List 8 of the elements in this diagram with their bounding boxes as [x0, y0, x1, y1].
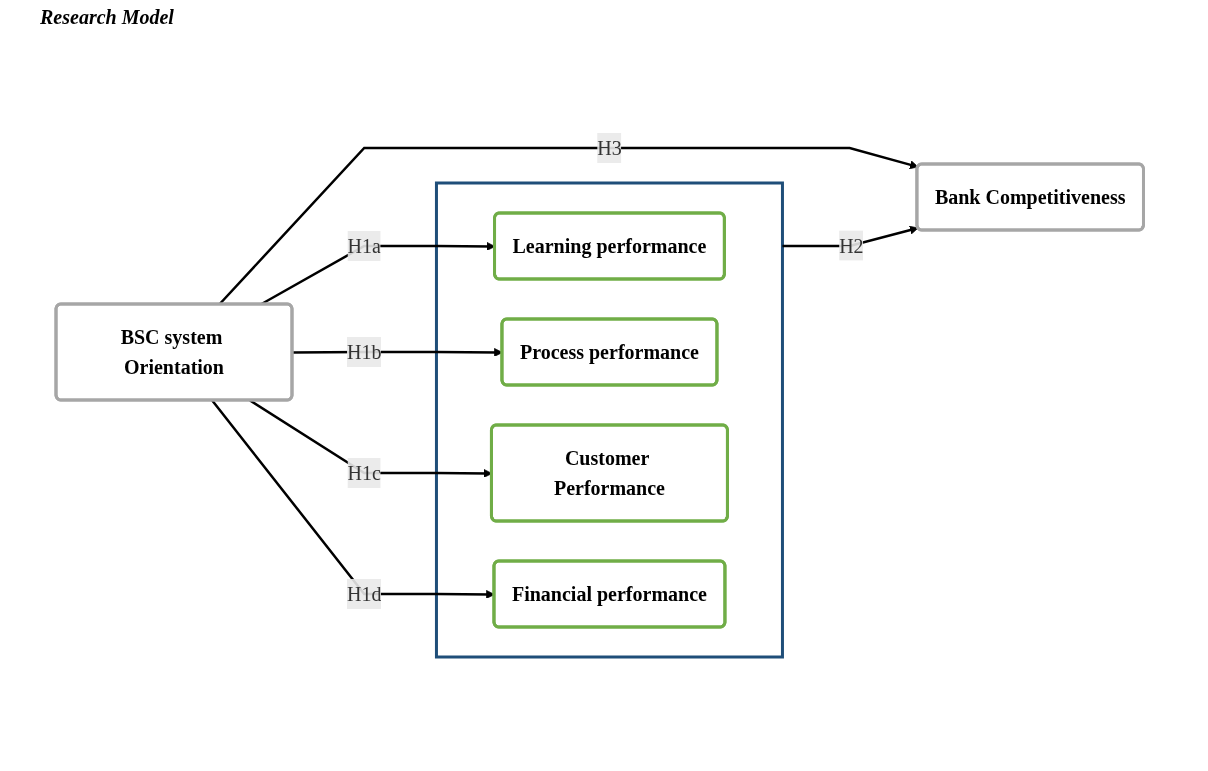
- edge-label: H1d: [347, 583, 382, 605]
- edge-label: H3: [597, 137, 622, 159]
- edge-label: H1b: [347, 341, 382, 363]
- diagram-title: Research Model: [39, 5, 175, 30]
- edge-label: H1a: [347, 235, 382, 257]
- edge-label: H1c: [347, 462, 382, 484]
- cluster: [435, 181, 785, 659]
- edge-label: H2: [839, 234, 864, 257]
